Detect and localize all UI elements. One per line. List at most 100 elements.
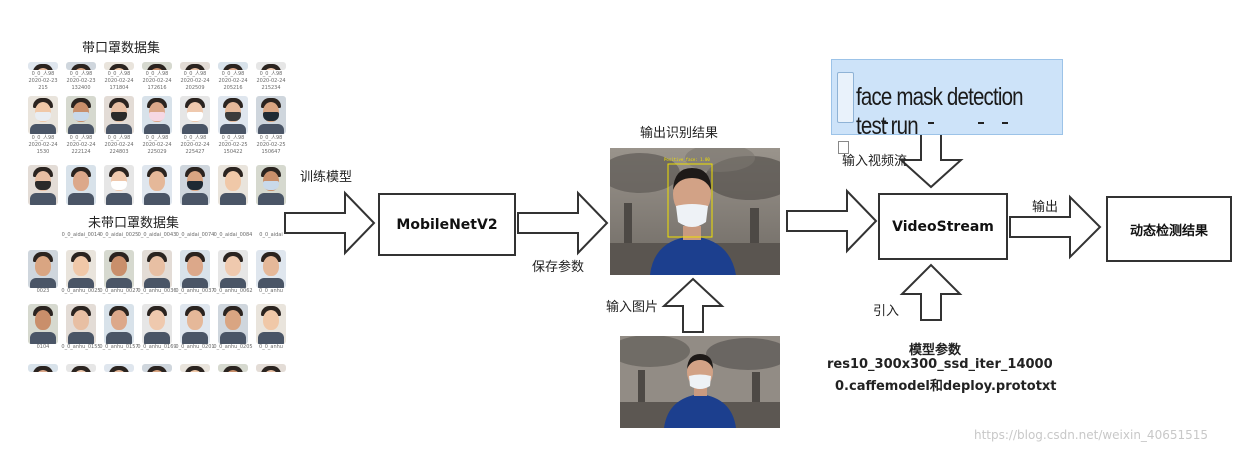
dataset-cell — [176, 364, 214, 372]
face-thumbnail — [142, 364, 172, 372]
file-caption: 0_0_人98 — [259, 135, 283, 141]
face-thumbnail — [28, 62, 58, 70]
mobilenet-box-label: MobileNetV2 — [396, 216, 498, 233]
video-run-text: face mask detection test run — [856, 83, 1024, 140]
file-caption: 2020-02-24 — [28, 142, 58, 148]
file-caption: 0_0_anhu — [259, 344, 283, 350]
face-thumbnail — [28, 304, 58, 344]
file-caption: 2020-02-23 — [66, 78, 96, 84]
file-caption: 0_0_人98 — [69, 135, 93, 141]
file-caption: 0_0_人98 — [107, 135, 131, 141]
file-caption: 2020-02-24 — [142, 78, 172, 84]
dataset-cell — [100, 364, 138, 372]
dataset-cell: 0_0_aidai_0043 — [138, 232, 177, 238]
face-thumbnail — [218, 250, 248, 288]
file-caption: 0104 — [36, 344, 50, 350]
small-file-icon — [838, 141, 849, 154]
unmasked-faces-row-3 — [24, 364, 290, 372]
dataset-cell: 0_0_anhu_0027 — [99, 250, 139, 294]
face-thumbnail — [256, 250, 286, 288]
face-thumbnail — [104, 62, 134, 70]
face-thumbnail — [66, 304, 96, 344]
face-thumbnail — [218, 165, 248, 205]
import-label: 引入 — [873, 304, 900, 319]
arrow-videostream-to-output — [1009, 194, 1102, 260]
file-caption: 0_0_anhu_0037 — [175, 288, 215, 294]
watermark: https://blog.csdn.net/weixin_40651515 — [974, 428, 1209, 442]
dataset-cell: 0_0_anhu_0169 — [137, 304, 177, 350]
masked-faces-row-2 — [24, 165, 290, 205]
dataset-cell: 0_0_aidai_0014 — [62, 232, 101, 238]
save-params-label: 保存参数 — [532, 260, 585, 275]
dataset-cell: 0_0_anhu_0036 — [137, 250, 177, 294]
file-caption: 202509 — [185, 85, 205, 91]
dataset-cell — [62, 364, 100, 372]
file-caption: 0023 — [36, 288, 50, 294]
file-caption: 0_0_人98 — [183, 71, 207, 77]
input-scene — [620, 336, 780, 428]
file-caption: 205216 — [223, 85, 243, 91]
dataset-cell — [176, 165, 214, 205]
dataset-cell: 0_0_anhu_0205 — [213, 304, 253, 350]
file-caption: 0_0_人98 — [145, 71, 169, 77]
arrow-video-down — [898, 132, 964, 189]
face-thumbnail — [256, 364, 286, 372]
face-thumbnail — [218, 304, 248, 344]
file-caption: 150647 — [261, 149, 281, 155]
file-caption: 225427 — [185, 149, 205, 155]
dataset-cell: 0_0_anhu_0062 — [213, 250, 253, 294]
dataset-cell — [24, 165, 62, 205]
mobilenet-box: MobileNetV2 — [378, 193, 516, 256]
dataset-cell: 0_0_anhu_0155 — [61, 304, 101, 350]
face-thumbnail — [66, 364, 96, 372]
videostream-box-label: VideoStream — [892, 218, 994, 235]
file-caption: 0_0_anhu_0025 — [61, 288, 101, 294]
face-thumbnail — [180, 304, 210, 344]
file-caption: 2020-02-24 — [180, 78, 210, 84]
file-caption: 0_0_人98 — [69, 71, 93, 77]
file-caption: 0_0_anhu_0201 — [175, 344, 215, 350]
file-caption: 0_0_人98 — [221, 135, 245, 141]
face-thumbnail — [142, 96, 172, 134]
file-caption: 0_0_aidai_0025 — [99, 232, 139, 238]
dataset-cell: 0_0_aidai_0084 — [214, 232, 253, 238]
input-photo — [620, 336, 780, 428]
face-thumbnail — [66, 165, 96, 205]
file-caption: 1530 — [36, 149, 50, 155]
file-caption: 0_0_anhu — [259, 288, 283, 294]
face-thumbnail — [218, 96, 248, 134]
dataset-cell: 0_0_anhu — [252, 250, 290, 294]
face-thumbnail — [28, 364, 58, 372]
dynamic-result-box: 动态检测结果 — [1106, 196, 1232, 262]
dataset-cell: 0_0_anhu_0201 — [175, 304, 215, 350]
detection-scene — [610, 148, 780, 275]
dataset-cell: 0_0_anhu — [252, 304, 290, 350]
output-result-label: 输出识别结果 — [640, 126, 719, 141]
file-caption: 2020-02-25 — [256, 142, 286, 148]
model-params-line2: 0.caffemodel和deploy.prototxt — [835, 379, 1057, 394]
dynamic-result-box-label: 动态检测结果 — [1129, 223, 1208, 239]
file-caption: 0_0_anhu_0027 — [99, 288, 139, 294]
face-thumbnail — [218, 364, 248, 372]
videostream-box: VideoStream — [878, 193, 1008, 260]
dataset-cell — [62, 165, 100, 205]
file-caption: 172616 — [147, 85, 167, 91]
file-caption: 2020-02-25 — [218, 142, 248, 148]
output-label: 输出 — [1032, 200, 1059, 215]
file-caption: 2020-02-24 — [66, 142, 96, 148]
face-thumbnail — [66, 96, 96, 134]
dataset-cell — [24, 364, 62, 372]
file-caption: 2020-02-24 — [180, 142, 210, 148]
